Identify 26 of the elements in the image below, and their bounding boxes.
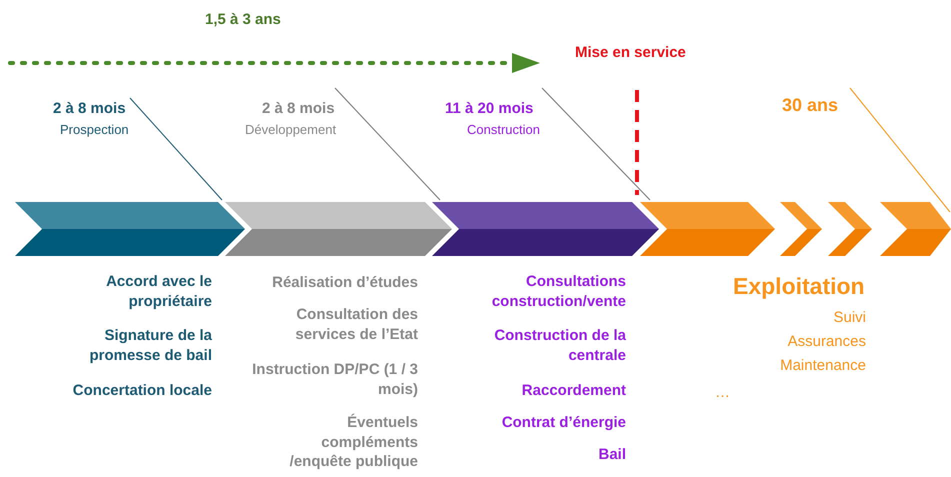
task-text: Éventuels compléments /enquête publique xyxy=(288,413,418,472)
phase-name: Prospection xyxy=(60,122,129,139)
task-text: Consultation des services de l’Etat xyxy=(294,305,418,344)
duration-label: 1,5 à 3 ans xyxy=(205,10,281,30)
task-text: Signature de la promesse de bail xyxy=(88,326,212,365)
phase-name: Construction xyxy=(467,122,540,139)
phase-duration: 2 à 8 mois xyxy=(262,99,335,118)
task-text: Suivi xyxy=(832,308,866,328)
task-text: Construction de la centrale xyxy=(493,326,626,365)
task-text: Réalisation d’études xyxy=(271,273,418,292)
phase-duration: 30 ans xyxy=(782,94,838,117)
task-text: Concertation locale xyxy=(72,381,212,400)
task-text: Raccordement xyxy=(520,381,626,400)
task-text: Instruction DP/PC (1 / 3 mois) xyxy=(251,360,418,399)
ellipsis-text: … xyxy=(715,383,730,402)
task-text: Accord avec le propriétaire xyxy=(105,272,212,311)
task-text: Maintenance xyxy=(779,356,866,376)
milestone-label: Mise en service xyxy=(575,43,686,62)
phase-name: Développement xyxy=(245,122,336,139)
task-text: Consultations construction/vente xyxy=(490,272,626,311)
task-text: Contrat d’énergie xyxy=(500,413,626,432)
phase-duration: 11 à 20 mois xyxy=(445,99,534,118)
task-text: Assurances xyxy=(786,332,866,352)
phase-title: Exploitation xyxy=(733,272,865,301)
phase-duration: 2 à 8 mois xyxy=(53,99,126,118)
task-text: Bail xyxy=(597,445,626,464)
